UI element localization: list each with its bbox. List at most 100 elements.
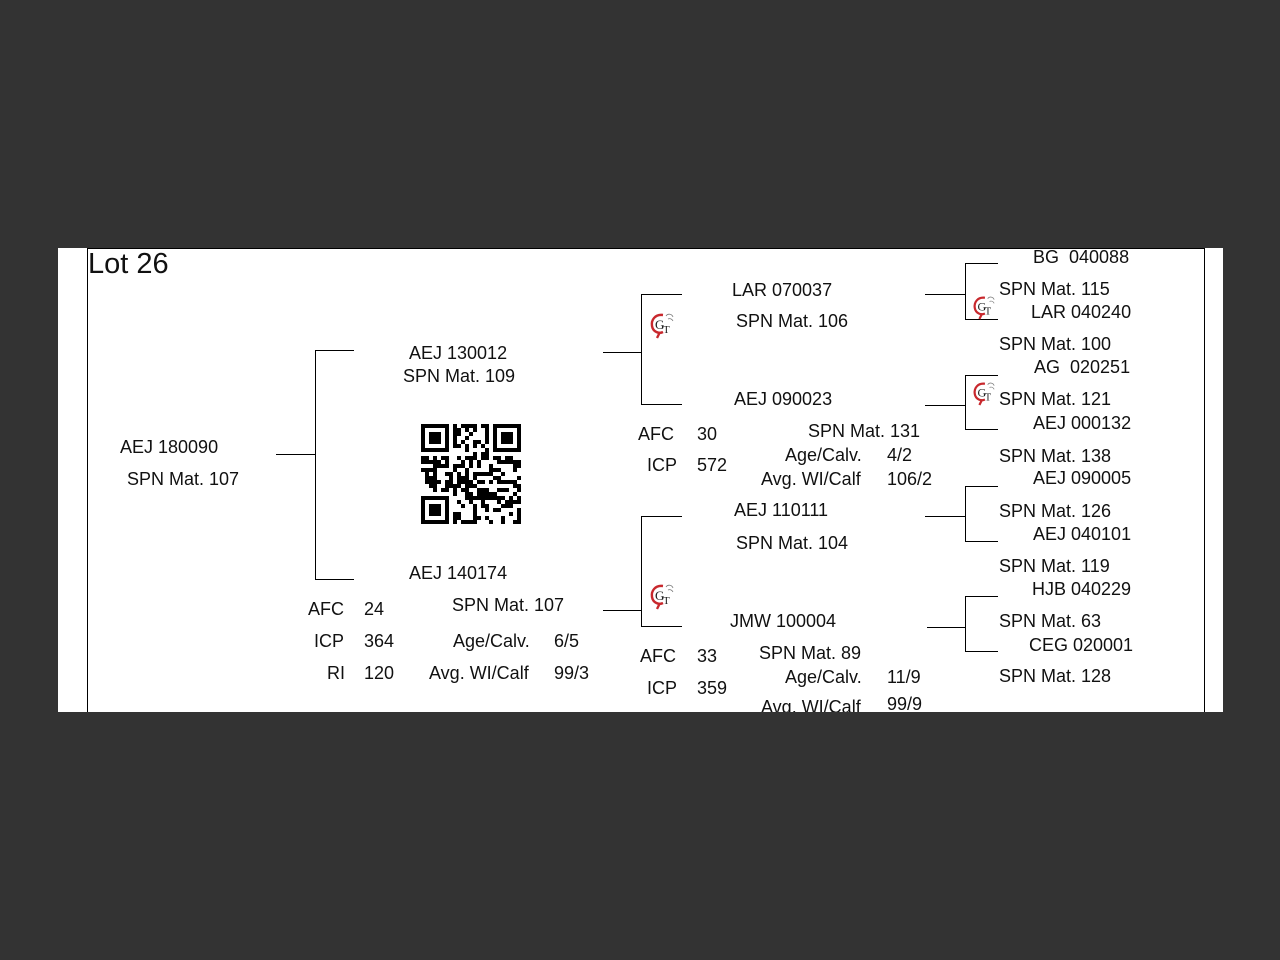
gen4-id: AG 020251 — [1034, 357, 1131, 377]
dam-ri-value: 120 — [364, 663, 395, 683]
gen4-id: CEG 020001 — [1029, 635, 1134, 655]
sire-dam-afc-value: 30 — [697, 424, 718, 444]
connector — [641, 516, 682, 517]
dam-dam-wi-label: Avg. WI/Calf — [761, 697, 861, 712]
connector — [965, 375, 966, 430]
pedigree-sheet: Lot 26 AEJ 180090 SPN Mat. 107 AEJ 13001… — [58, 248, 1223, 712]
sire-dam-age-value: 4/2 — [887, 445, 913, 465]
top-border — [87, 248, 1205, 249]
gen4-spn: SPN Mat. 63 — [999, 611, 1102, 631]
dam-afc-value: 24 — [364, 599, 385, 619]
connector — [965, 263, 998, 264]
dam-afc-label: AFC — [308, 599, 344, 619]
animal-spn: SPN Mat. 107 — [127, 469, 240, 489]
connector — [276, 454, 315, 455]
connector — [965, 486, 998, 487]
connector — [965, 596, 998, 597]
connector — [965, 429, 998, 430]
dam-dam-icp-label: ICP — [647, 678, 678, 698]
connector — [965, 263, 966, 320]
connector — [965, 596, 966, 651]
svg-text:T: T — [985, 392, 992, 403]
dam-dam-age-label: Age/Calv. — [785, 667, 862, 687]
dam-icp-value: 364 — [364, 631, 395, 651]
svg-text:T: T — [663, 595, 670, 607]
dam-sire-id: AEJ 110111 — [734, 500, 829, 520]
gen4-id: AEJ 090005 — [1033, 468, 1132, 488]
svg-text:T: T — [663, 324, 670, 336]
gen4-id: HJB 040229 — [1032, 579, 1132, 599]
qr-modules — [421, 424, 521, 524]
connector — [603, 610, 641, 611]
dam-wi-label: Avg. WI/Calf — [429, 663, 529, 683]
dam-age-label: Age/Calv. — [453, 631, 530, 651]
gen4-id: BG 040088 — [1033, 248, 1130, 267]
connector — [603, 352, 641, 353]
dam-dam-age-value: 11/9 — [887, 667, 921, 687]
connector — [965, 541, 998, 542]
dam-age-value: 6/5 — [554, 631, 580, 651]
gen4-spn: SPN Mat. 100 — [999, 334, 1112, 354]
right-border — [1204, 248, 1205, 712]
connector — [315, 579, 354, 580]
sire-dam-icp-label: ICP — [647, 455, 678, 475]
gt-logo-icon: G T — [650, 313, 674, 339]
sire-dam-id: AEJ 090023 — [734, 389, 833, 409]
dam-dam-afc-label: AFC — [640, 646, 676, 666]
svg-text:G: G — [978, 386, 987, 400]
gt-logo-icon: G T — [973, 382, 995, 406]
gen4-spn: SPN Mat. 119 — [999, 556, 1110, 576]
gen4-spn: SPN Mat. 126 — [999, 501, 1112, 521]
sire-sire-spn: SPN Mat. 106 — [736, 311, 849, 331]
dam-dam-afc-value: 33 — [697, 646, 718, 666]
connector — [965, 486, 966, 541]
connector — [965, 319, 998, 320]
qr-code-icon — [421, 424, 521, 524]
connector — [315, 350, 316, 580]
connector — [925, 516, 965, 517]
svg-text:G: G — [655, 317, 664, 332]
connector — [641, 294, 642, 404]
dam-dam-icp-value: 359 — [697, 678, 728, 698]
connector — [641, 294, 682, 295]
sire-sire-id: LAR 070037 — [732, 280, 833, 300]
gen4-spn: SPN Mat. 121 — [999, 389, 1112, 409]
connector — [925, 294, 965, 295]
lot-title: Lot 26 — [88, 248, 169, 280]
svg-text:T: T — [985, 306, 992, 317]
dam-dam-wi-value: 99/9 — [887, 694, 923, 712]
gen4-spn: SPN Mat. 138 — [999, 446, 1112, 466]
left-border — [87, 248, 88, 712]
animal-id: AEJ 180090 — [120, 437, 219, 457]
dam-icp-label: ICP — [314, 631, 345, 651]
svg-text:G: G — [655, 588, 664, 603]
connector — [965, 651, 998, 652]
sire-dam-wi-value: 106/2 — [887, 469, 933, 489]
dam-ri-label: RI — [327, 663, 345, 683]
dam-id: AEJ 140174 — [409, 563, 508, 583]
connector — [641, 404, 682, 405]
connector — [965, 375, 998, 376]
gen4-id: LAR 040240 — [1031, 302, 1132, 322]
sire-dam-wi-label: Avg. WI/Calf — [761, 469, 861, 489]
sire-spn: SPN Mat. 109 — [403, 366, 516, 386]
connector — [315, 350, 354, 351]
sire-dam-age-label: Age/Calv. — [785, 445, 862, 465]
gen4-spn: SPN Mat. 115 — [999, 279, 1110, 299]
sire-id: AEJ 130012 — [409, 343, 508, 363]
sire-dam-icp-value: 572 — [697, 455, 728, 475]
connector — [927, 627, 965, 628]
gen4-id: AEJ 000132 — [1033, 413, 1132, 433]
dam-spn: SPN Mat. 107 — [452, 595, 565, 615]
connector — [925, 405, 965, 406]
sire-dam-spn: SPN Mat. 131 — [808, 421, 921, 441]
dam-dam-id: JMW 100004 — [730, 611, 837, 631]
sire-dam-afc-label: AFC — [638, 424, 674, 444]
gt-logo-icon: G T — [973, 296, 995, 320]
connector — [641, 516, 642, 627]
dam-sire-spn: SPN Mat. 104 — [736, 533, 849, 553]
svg-text:G: G — [978, 300, 987, 314]
connector — [641, 626, 682, 627]
gen4-spn: SPN Mat. 128 — [999, 666, 1112, 686]
gt-logo-icon: G T — [650, 584, 674, 610]
